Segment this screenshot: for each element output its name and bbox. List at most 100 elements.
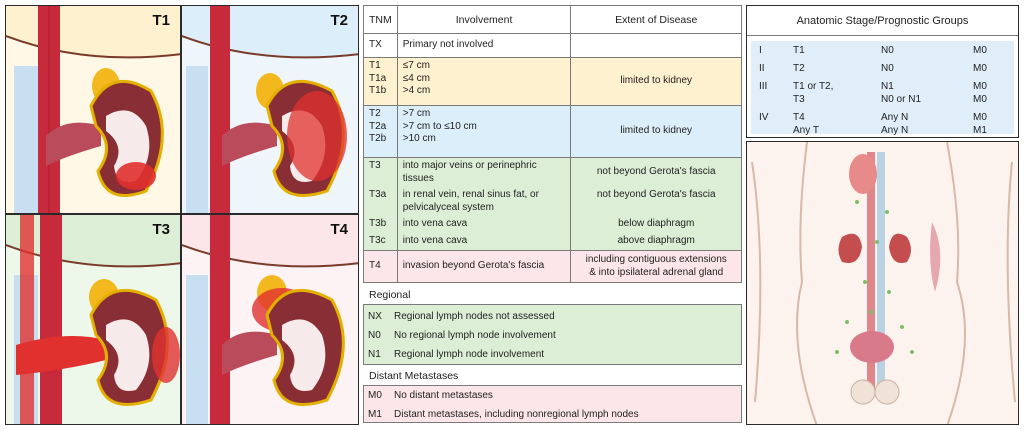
regional-text: Regional lymph nodes not assessed — [394, 311, 555, 322]
stage-n: N0 or N1 — [881, 94, 922, 105]
tnm-header-involvement: Involvement — [396, 5, 572, 34]
regional-row-n0: N0 No regional lymph node involvement — [364, 326, 741, 345]
distant-text: No distant metastases — [394, 390, 493, 401]
stage-t: T4 — [793, 112, 805, 123]
tnm-code: T3 — [369, 160, 381, 171]
tnm-row-t3c: T3c into vena cava above diaphragm — [363, 232, 742, 251]
stage-m: M0 — [973, 45, 987, 56]
distant-code: M0 — [368, 390, 382, 401]
stage-m: M0 — [973, 63, 987, 74]
tnm-code: T3c — [369, 234, 386, 246]
tnm-row-t1: T1 T1a T1b ≤7 cm ≤4 cm >4 cm limited to … — [363, 57, 742, 106]
regional-row-n1: N1 Regional lymph node involvement — [364, 345, 741, 364]
tnm-code: T1a — [369, 72, 387, 84]
panel-label-t2: T2 — [330, 12, 348, 29]
tnm-extent: above diaphragm — [617, 235, 695, 246]
panel-t2: T2 — [181, 5, 359, 214]
stage-n: N1 — [881, 81, 894, 92]
stage-n: N0 — [881, 63, 894, 74]
tnm-code: T1 — [369, 60, 381, 71]
tnm-code: T2a — [369, 120, 387, 132]
tnm-code: T4 — [369, 260, 381, 272]
stage-label: I — [759, 45, 762, 56]
tnm-code: T3a — [369, 189, 387, 200]
regional-title: Regional — [369, 289, 411, 301]
tnm-row-t4: T4 invasion beyond Gerota's fascia inclu… — [363, 250, 742, 283]
tnm-involvement: >10 cm — [402, 133, 436, 144]
tnm-row-t3b: T3b into vena cava below diaphragm — [363, 216, 742, 233]
tnm-extent: limited to kidney — [620, 75, 693, 87]
kidney-t3-illustration — [6, 215, 180, 424]
regional-text: Regional lymph node involvement — [394, 349, 545, 360]
stage-t: T1 or T2, — [793, 81, 834, 92]
tnm-code: T1b — [369, 85, 387, 96]
distant-text: Distant metastases, including nonregiona… — [394, 409, 639, 420]
stage-t: Any T — [793, 125, 819, 136]
tnm-row-tx: TX Primary not involved — [363, 33, 742, 58]
panel-t4: T4 — [181, 214, 359, 425]
stage-t: T2 — [793, 63, 805, 74]
panel-t1: T1 — [5, 5, 181, 214]
kidney-t1-illustration — [6, 6, 180, 213]
tnm-involvement: pelvicalyceal system — [402, 201, 494, 213]
regional-text: No regional lymph node involvement — [394, 330, 556, 341]
tnm-row-t3: T3 into major veins or perinephric tissu… — [363, 157, 742, 187]
tnm-involvement: ≤4 cm — [402, 72, 430, 84]
tnm-involvement: into vena cava — [402, 234, 468, 246]
stage-groups-title: Anatomic Stage/Prognostic Groups — [747, 6, 1018, 36]
tnm-involvement: Primary not involved — [402, 39, 494, 51]
stage-label: IV — [759, 112, 769, 123]
regional-code: N1 — [368, 349, 381, 360]
kidney-t2-illustration — [182, 6, 358, 213]
stage-n: N0 — [881, 45, 894, 56]
tnm-header-row: TNM Involvement Extent of Disease — [363, 5, 742, 34]
tnm-involvement: >7 cm to ≤10 cm — [402, 120, 477, 132]
stage-m: M0 — [973, 81, 987, 92]
tnm-extent: not beyond Gerota's fascia — [596, 189, 716, 200]
tnm-extent: below diaphragm — [618, 218, 695, 229]
regional-row-nx: NX Regional lymph nodes not assessed — [364, 307, 741, 326]
stage-m: M0 — [973, 94, 987, 105]
regional-code: N0 — [368, 330, 381, 341]
panel-label-t1: T1 — [152, 12, 170, 29]
tnm-involvement: >4 cm — [402, 85, 431, 96]
tnm-code: T2 — [369, 108, 381, 119]
tnm-code: T2b — [369, 133, 387, 144]
tnm-extent: limited to kidney — [620, 125, 693, 137]
stage-label: II — [759, 63, 765, 74]
tnm-involvement: invasion beyond Gerota's fascia — [402, 260, 545, 272]
tnm-involvement: >7 cm — [402, 108, 431, 119]
tnm-header-extent: Extent of Disease — [570, 5, 742, 34]
stage-n: Any N — [881, 112, 909, 123]
distant-table: M0 No distant metastases M1 Distant meta… — [363, 385, 742, 423]
tnm-extent: not beyond Gerota's fascia — [596, 166, 716, 178]
tnm-extent: including contiguous extensions — [585, 254, 727, 265]
stage-t: T1 — [793, 45, 805, 56]
stage-label: III — [759, 81, 768, 92]
distant-row-m1: M1 Distant metastases, including nonregi… — [364, 405, 741, 424]
tnm-header-tnm: TNM — [363, 5, 398, 34]
stage-n: Any N — [881, 125, 909, 136]
distant-title: Distant Metastases — [369, 370, 459, 382]
body-illustration — [746, 141, 1019, 425]
torso-illustration — [751, 142, 1016, 424]
stage-groups-body: I T1 N0 M0 II T2 N0 M0 III T1 or T2, N1 … — [751, 41, 1014, 136]
tnm-code: T3b — [369, 218, 387, 229]
stage-t: T3 — [793, 94, 805, 105]
panel-label-t3: T3 — [152, 221, 170, 238]
stage-m: M1 — [973, 125, 987, 136]
tnm-code: TX — [369, 39, 382, 51]
tnm-involvement: ≤7 cm — [402, 60, 430, 71]
regional-code: NX — [368, 311, 382, 322]
panel-t3: T3 — [5, 214, 181, 425]
distant-code: M1 — [368, 409, 382, 420]
tnm-row-t2: T2 T2a T2b >7 cm >7 cm to ≤10 cm >10 cm … — [363, 105, 742, 158]
tnm-involvement: into major veins or perinephric tissues — [402, 160, 537, 184]
distant-row-m0: M0 No distant metastases — [364, 386, 741, 405]
tnm-table: TNM Involvement Extent of Disease TX Pri… — [363, 5, 742, 283]
regional-table: NX Regional lymph nodes not assessed N0 … — [363, 304, 742, 365]
kidney-t4-illustration — [182, 215, 358, 424]
stage-m: M0 — [973, 112, 987, 123]
tnm-involvement: in renal vein, renal sinus fat, or — [402, 189, 539, 200]
panel-label-t4: T4 — [330, 221, 348, 238]
